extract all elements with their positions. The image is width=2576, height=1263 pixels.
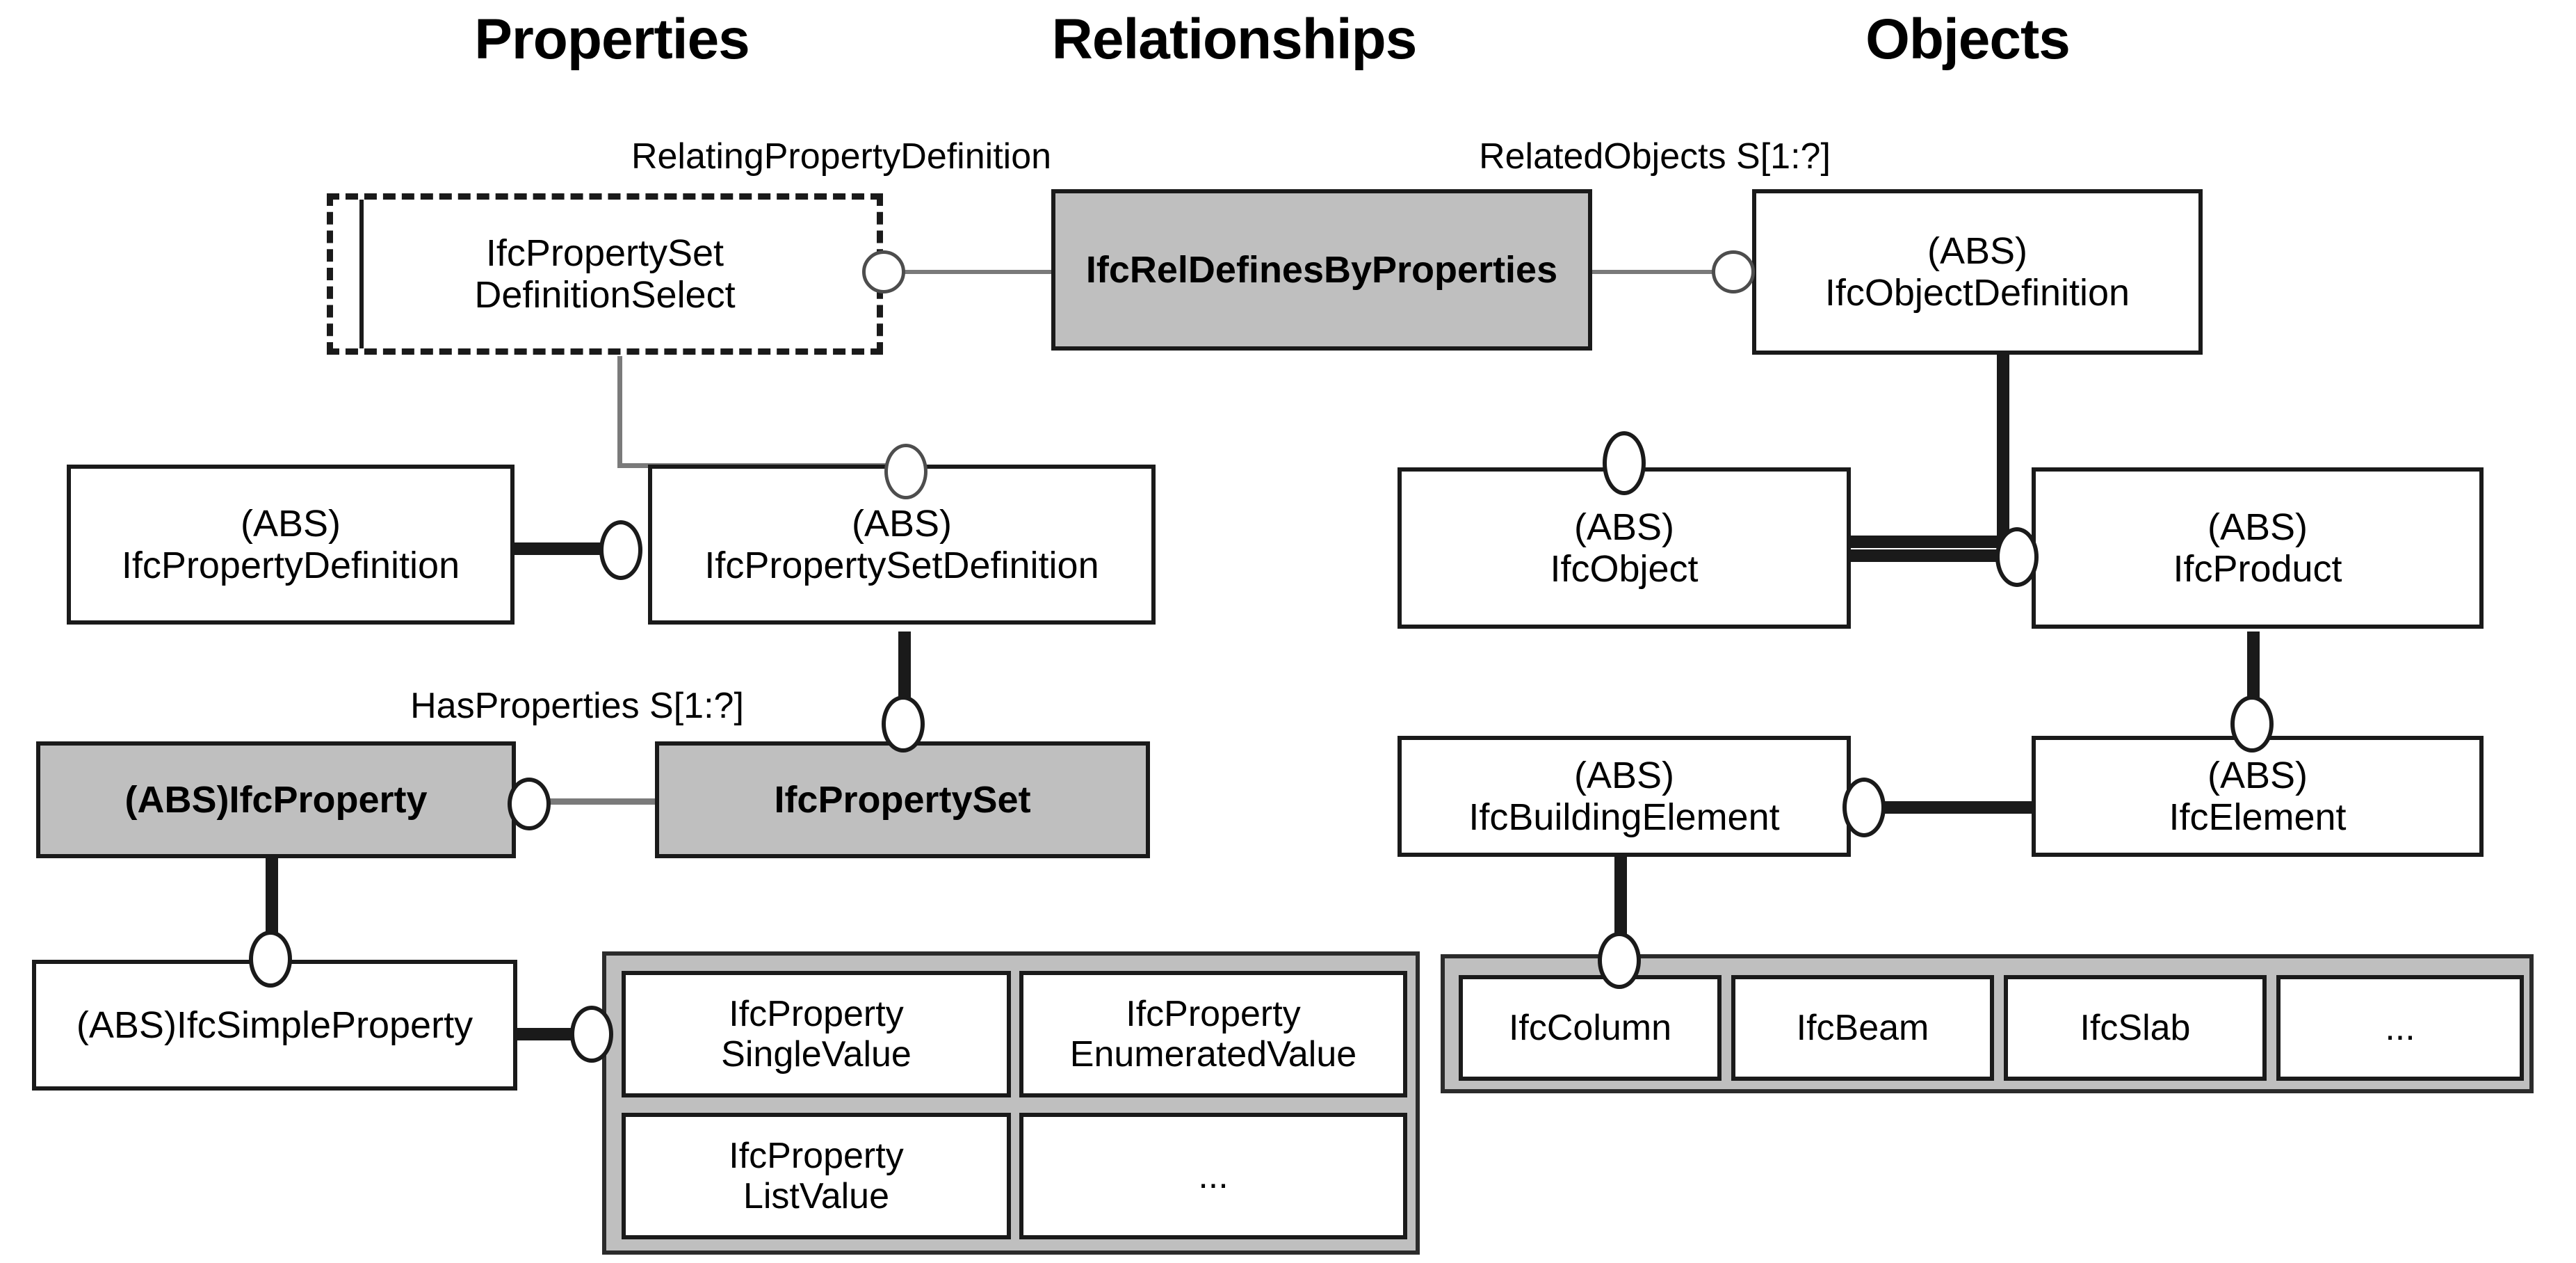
entity-label: (ABS) IfcObject	[1550, 506, 1699, 590]
entity-label: IfcColumn	[1508, 1007, 1672, 1048]
multiplicity-circle-simpleproperty-top	[249, 931, 292, 988]
connector-product-to-element	[2247, 632, 2260, 714]
group-cell-more-buildingelement-leaves[interactable]: ...	[2276, 975, 2524, 1081]
multiplicity-circle-leaf-group-top	[1598, 932, 1641, 989]
edge-label-related-objects: RelatedObjects S[1:?]	[1479, 136, 1831, 177]
entity-label: IfcProperty SingleValue	[721, 993, 912, 1075]
edge-label-has-properties: HasProperties S[1:?]	[410, 686, 744, 726]
connector-property-to-propertyset	[535, 798, 661, 805]
group-cell-ifcpropertyenumeratedvalue[interactable]: IfcProperty EnumeratedValue	[1019, 971, 1407, 1097]
entity-label: ...	[2385, 1007, 2415, 1048]
entity-label: (ABS) IfcPropertySetDefinition	[704, 502, 1099, 586]
entity-ifcbuildingelement[interactable]: (ABS) IfcBuildingElement	[1398, 736, 1851, 857]
multiplicity-circle-element-top	[2230, 695, 2274, 753]
entity-ifcobjectdefinition[interactable]: (ABS) IfcObjectDefinition	[1752, 189, 2203, 355]
group-cell-more-simpleproperty-subtypes[interactable]: ...	[1019, 1113, 1407, 1239]
connector-reldefines-to-objectdefinition	[1592, 270, 1752, 274]
entity-label: IfcProperty EnumeratedValue	[1069, 993, 1357, 1075]
entity-label: (ABS) IfcObjectDefinition	[1824, 230, 2130, 314]
multiplicity-circle-buildingelement-element	[1842, 778, 1886, 837]
group-cell-ifcpropertylistvalue[interactable]: IfcProperty ListValue	[622, 1113, 1011, 1239]
entity-label: (ABS) IfcPropertyDefinition	[121, 502, 460, 586]
connector-buildingelement-to-element	[1858, 801, 2032, 814]
connector-object-to-product	[1849, 549, 2023, 562]
multiplicity-circle-psd-top	[884, 444, 927, 499]
entity-label: (ABS) IfcProduct	[2173, 506, 2342, 590]
connector-select-to-reldefines	[887, 270, 1061, 274]
entity-ifcreldefinesbyproperties[interactable]: IfcRelDefinesByProperties	[1051, 189, 1592, 351]
multiplicity-circle-object-top	[1603, 431, 1646, 495]
multiplicity-circle-object-product	[1995, 527, 2039, 587]
entity-label: (ABS) IfcElement	[2169, 754, 2347, 838]
multiplicity-circle-propertydefinition-psd	[599, 520, 642, 580]
entity-label: IfcPropertySet	[774, 778, 1031, 821]
connector-property-to-simpleproperty	[266, 855, 278, 953]
entity-ifcpropertydefinition[interactable]: (ABS) IfcPropertyDefinition	[67, 465, 515, 625]
column-header-objects: Objects	[1865, 8, 2071, 71]
multiplicity-circle-propertyset-top	[882, 695, 925, 753]
group-cell-ifcpropertysinglevalue[interactable]: IfcProperty SingleValue	[622, 971, 1011, 1097]
entity-ifcpropertyset[interactable]: IfcPropertySet	[655, 741, 1150, 858]
connector-objectdefinition-down-segment	[1997, 355, 2009, 542]
group-cell-ifccolumn[interactable]: IfcColumn	[1459, 975, 1722, 1081]
entity-ifcpropertysetdefinitionselect[interactable]: IfcPropertySet DefinitionSelect	[327, 193, 883, 355]
group-cell-ifcbeam[interactable]: IfcBeam	[1731, 975, 1994, 1081]
connector-buildingelement-to-leaf-group	[1614, 855, 1627, 954]
entity-label: IfcProperty ListValue	[729, 1135, 904, 1216]
entity-label: IfcRelDefinesByProperties	[1085, 248, 1558, 291]
column-header-relationships: Relationships	[1051, 8, 1418, 71]
entity-label: (ABS) IfcBuildingElement	[1468, 754, 1780, 838]
multiplicity-circle-select-reldefines	[862, 250, 905, 293]
entity-ifcproperty[interactable]: (ABS)IfcProperty	[36, 741, 516, 858]
entity-label: IfcPropertySet DefinitionSelect	[474, 232, 736, 316]
multiplicity-circle-property-propertyset	[508, 778, 551, 830]
multiplicity-circle-reldefines-objectdefinition	[1712, 250, 1755, 293]
group-simpleproperty-subtypes: IfcProperty SingleValue IfcProperty Enum…	[602, 951, 1420, 1255]
group-cell-ifcslab[interactable]: IfcSlab	[2004, 975, 2267, 1081]
entity-label: ...	[1198, 1155, 1229, 1196]
entity-ifcelement[interactable]: (ABS) IfcElement	[2032, 736, 2484, 857]
edge-label-relating-property-definition: RelatingPropertyDefinition	[631, 136, 1052, 177]
select-inner-tick-icon	[359, 200, 364, 348]
connector-select-down-segment	[617, 356, 622, 467]
column-header-properties: Properties	[474, 8, 750, 71]
entity-ifcproduct[interactable]: (ABS) IfcProduct	[2032, 467, 2484, 629]
entity-label: (ABS)IfcSimpleProperty	[76, 1004, 473, 1046]
entity-label: (ABS)IfcProperty	[124, 778, 428, 821]
connector-propertydefinition-to-psd	[512, 542, 623, 555]
entity-label: IfcBeam	[1796, 1007, 1929, 1048]
entity-label: IfcSlab	[2080, 1007, 2191, 1048]
multiplicity-circle-simpleproperty-group	[570, 1006, 613, 1063]
